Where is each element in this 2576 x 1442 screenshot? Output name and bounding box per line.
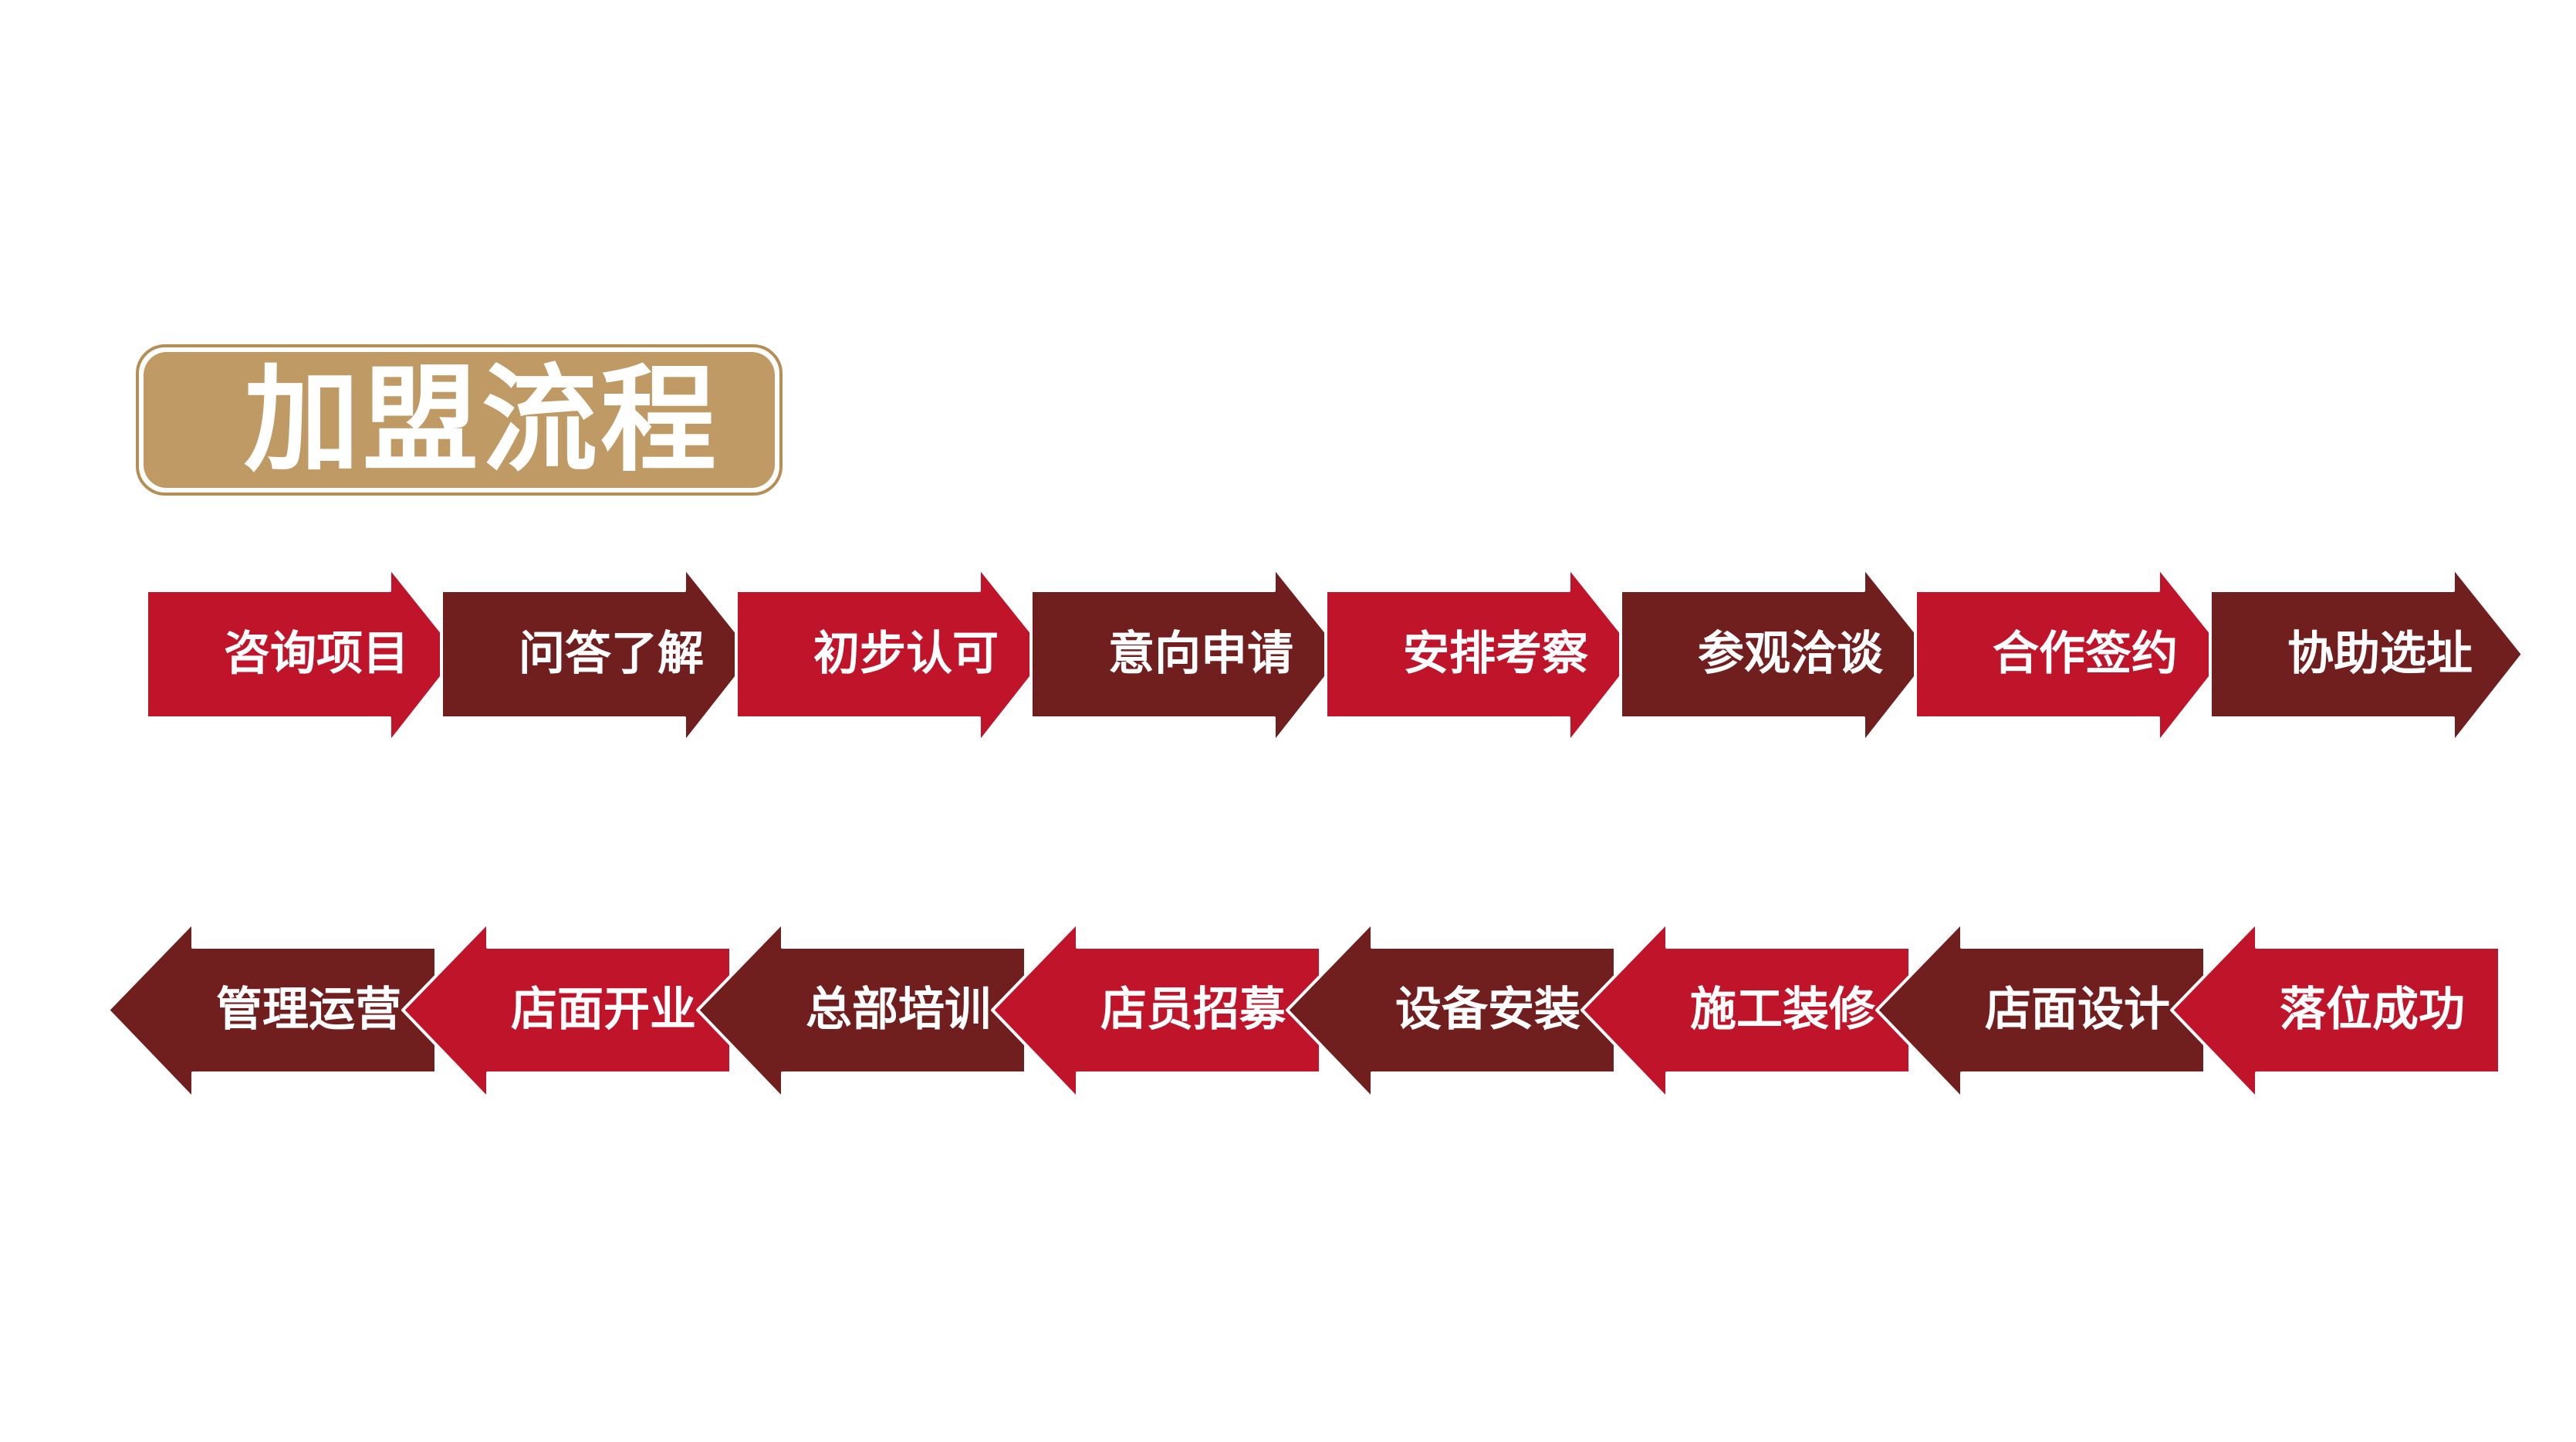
flow-step-label: 安排考察 xyxy=(1403,627,1588,681)
flow-step-7: 店面设计 xyxy=(1875,921,2206,1100)
flow-step-label: 施工装修 xyxy=(1690,983,1876,1037)
flow-step-8: 落位成功 xyxy=(2170,921,2501,1100)
flow-step-label: 店面设计 xyxy=(1985,983,2170,1037)
arrow-right-shape xyxy=(2209,566,2524,744)
flow-step-label: 管理运营 xyxy=(216,983,401,1037)
flow-step-label: 初步认可 xyxy=(813,627,999,681)
flow-step-6: 施工装修 xyxy=(1580,921,1912,1100)
arrow-left-shape xyxy=(401,921,732,1100)
flow-step-label: 落位成功 xyxy=(2280,983,2465,1037)
flow-step-4: 意向申请 xyxy=(1029,566,1345,744)
flow-step-label: 咨询项目 xyxy=(224,627,409,681)
arrow-left-shape xyxy=(1286,921,1617,1100)
flow-step-2: 店面开业 xyxy=(401,921,732,1100)
flow-step-label: 参观洽谈 xyxy=(1698,627,1884,681)
page-title: 加盟流程 xyxy=(244,352,720,488)
flow-step-6: 参观洽谈 xyxy=(1619,566,1935,744)
flow-step-label: 设备安装 xyxy=(1395,983,1580,1037)
flow-step-label: 总部培训 xyxy=(806,983,991,1037)
flow-step-8: 协助选址 xyxy=(2209,566,2524,744)
flow-step-2: 问答了解 xyxy=(440,566,756,744)
flow-step-5: 安排考察 xyxy=(1324,566,1640,744)
arrow-left-shape xyxy=(696,921,1027,1100)
arrow-right-shape xyxy=(440,566,756,744)
arrow-right-shape xyxy=(1619,566,1935,744)
arrow-left-shape xyxy=(991,921,1322,1100)
flow-step-label: 意向申请 xyxy=(1108,627,1293,681)
arrow-right-shape xyxy=(145,566,461,744)
flow-step-7: 合作签约 xyxy=(1914,566,2229,744)
title-badge-fill: 加盟流程 xyxy=(144,352,775,488)
flow-step-label: 合作签约 xyxy=(1993,627,2178,681)
flow-step-3: 初步认可 xyxy=(735,566,1050,744)
arrow-right-shape xyxy=(735,566,1050,744)
arrow-right-shape xyxy=(1914,566,2229,744)
flow-step-label: 店员招募 xyxy=(1100,983,1286,1037)
flow-step-label: 店面开业 xyxy=(511,983,696,1037)
flow-step-1: 管理运营 xyxy=(106,921,438,1100)
arrow-left-shape xyxy=(1875,921,2206,1100)
flow-step-label: 问答了解 xyxy=(519,627,704,681)
flow-step-5: 设备安装 xyxy=(1286,921,1617,1100)
arrow-left-shape xyxy=(2170,921,2501,1100)
arrow-left-shape xyxy=(106,921,438,1100)
arrow-left-shape xyxy=(1580,921,1912,1100)
arrow-right-shape xyxy=(1324,566,1640,744)
title-badge: 加盟流程 xyxy=(136,344,783,496)
arrow-right-shape xyxy=(1029,566,1345,744)
flow-row-backward: 管理运营 店面开业 总部培训 店员招募 设备安装 施工装修 店面设计 落位成功 xyxy=(106,921,2501,1100)
flow-step-label: 协助选址 xyxy=(2287,627,2473,681)
flow-step-3: 总部培训 xyxy=(696,921,1027,1100)
flow-row-forward: 咨询项目 问答了解 初步认可 意向申请 安排考察 参观洽谈 合作签约 协助选址 xyxy=(145,566,2524,744)
flow-step-4: 店员招募 xyxy=(991,921,1322,1100)
flow-step-1: 咨询项目 xyxy=(145,566,461,744)
